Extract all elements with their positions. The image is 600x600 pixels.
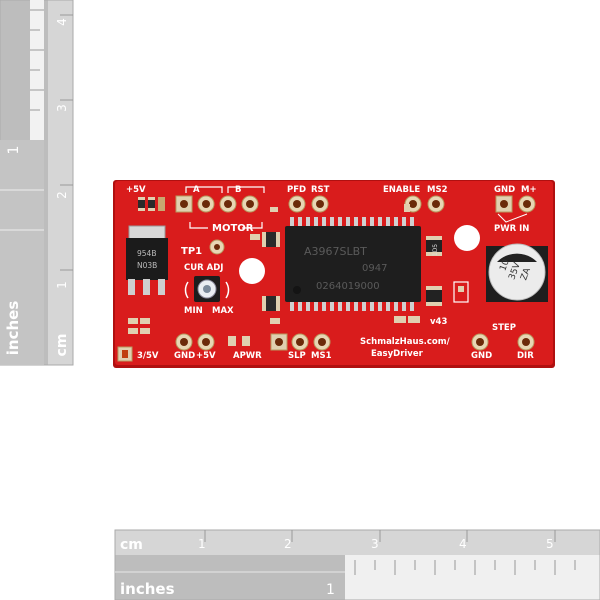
h-cm-mark-3: 3 [371,537,379,551]
label-min: MIN [184,306,203,316]
v-cm-mark-1: 1 [55,281,69,289]
v-cm-label: cm [54,334,70,357]
label-motor: MOTOR [212,223,254,234]
v-cm-mark-4: 4 [55,18,69,26]
horizontal-ruler: cm 1 2 3 4 5 inches 1 [114,529,600,600]
h-cm-mark-1: 1 [198,537,206,551]
resistor-code: 1D5 [432,244,439,256]
label-url-line2: EasyDriver [371,349,424,359]
label-gnd-bottom-left: GND [174,351,195,361]
label-tp1: TP1 [181,246,202,257]
label-slp: SLP [288,351,306,361]
easydriver-board: +5V A B PFD RST ENABLE MS2 GND M+ MOTOR … [113,180,555,368]
label-3-5v: 3/5V [137,351,159,361]
vertical-ruler: 4 3 2 1 cm 1 inches [0,0,74,366]
label-plus5v-top: +5V [126,185,146,195]
top-header-pads [175,195,536,213]
label-dir: DIR [517,351,534,361]
v-inches-label: inches [4,301,22,356]
label-motor-b: B [235,185,241,195]
h-cm-mark-5: 5 [546,537,554,551]
label-max: MAX [212,306,234,316]
capacitor-marking-3: ZA [519,266,533,282]
chip-marking-1: A3967SLBT [304,245,367,258]
label-pfd: PFD [287,185,306,195]
electrolytic-capacitor: 10 35V ZA [486,243,548,302]
regulator-marking-1: 954B [137,249,156,258]
mounting-hole-right [454,225,480,251]
label-gnd-bottom-right: GND [471,351,492,361]
label-ms1: MS1 [311,351,332,361]
label-plus5v-bottom: +5V [196,351,216,361]
current-adjust-potentiometer[interactable] [194,276,220,302]
chip-marking-3: 0264019000 [316,281,380,292]
capacitor-marking-1: 10 [498,258,511,272]
label-ms2: MS2 [427,185,448,195]
voltage-regulator: 954B N03B [126,225,168,295]
v-cm-mark-3: 3 [55,104,69,112]
v-cm-mark-2: 2 [55,191,69,199]
label-gnd-top: GND [494,185,515,195]
label-v43: v43 [430,317,447,327]
label-cur-adj: CUR ADJ [184,263,223,273]
smd-parts-bottom-left [117,318,250,362]
label-m-plus: M+ [521,185,537,195]
label-rst: RST [311,185,330,195]
label-motor-a: A [193,185,200,195]
label-url-line1: SchmalzHaus.com/ [360,337,451,347]
label-step: STEP [492,323,516,333]
smd-parts-top-left [138,197,280,247]
smd-parts-around-chip: 1D5 [262,204,469,324]
v-inch-mark-1: 1 [6,146,22,155]
regulator-marking-2: N03B [137,261,157,270]
bottom-header-pads [175,333,535,351]
chip-marking-2: 0947 [362,263,387,274]
label-apwr: APWR [233,351,262,361]
label-enable: ENABLE [383,185,420,195]
h-cm-mark-4: 4 [459,537,467,551]
h-inch-mark-1: 1 [326,582,335,598]
label-pwr-in: PWR IN [494,224,529,234]
h-cm-mark-2: 2 [284,537,292,551]
mounting-hole-left [239,258,265,284]
stepper-driver-chip: A3967SLBT 0947 0264019000 [285,217,421,311]
h-inches-label: inches [120,580,175,598]
h-cm-label: cm [120,537,143,553]
